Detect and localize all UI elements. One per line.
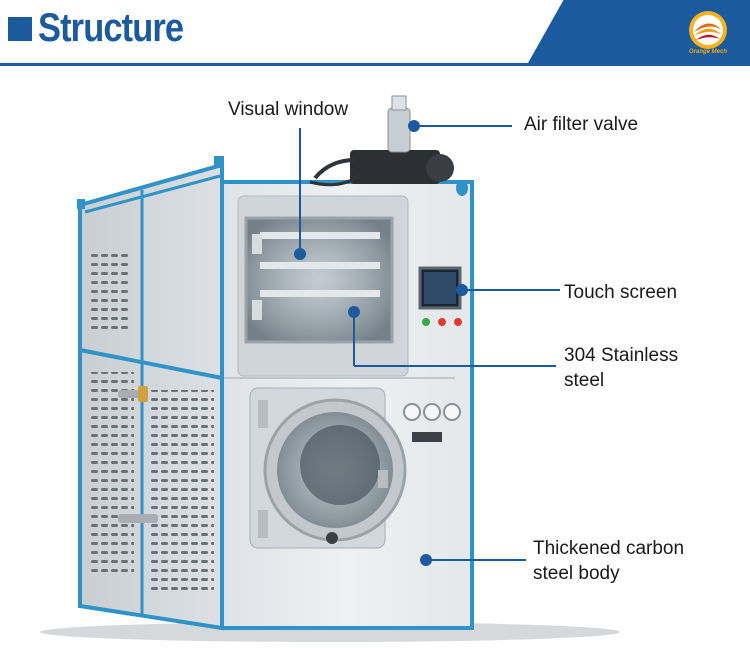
red-button-icon [438, 318, 446, 326]
pressure-gauges [403, 403, 461, 442]
stainless-steel-line1: 304 Stainless [564, 345, 679, 366]
visual-window-label: Visual window [228, 99, 349, 120]
side-frame [77, 156, 224, 631]
title-square-icon [8, 17, 32, 41]
carbon-steel-body-label: Thickened carbon steel body [533, 536, 684, 586]
freeze-dryer-illustration [40, 95, 620, 642]
logo-text: Orange Mech [688, 49, 727, 55]
green-button-icon [422, 318, 430, 326]
stainless-steel-label: 304 Stainless steel [564, 343, 678, 393]
red-button-icon [454, 318, 462, 326]
carbon-steel-line1: Thickened carbon [533, 538, 685, 559]
stainless-steel-line2: steel [564, 370, 605, 391]
touch-screen [418, 266, 462, 310]
header-divider [0, 63, 750, 66]
air-filter-valve-label: Air filter valve [524, 114, 639, 135]
air-filter-valve [309, 95, 468, 196]
callout-lines [294, 120, 560, 566]
page-title: Structure [38, 6, 184, 50]
orange-mech-logo [689, 11, 727, 49]
carbon-steel-line2: steel body [533, 563, 620, 584]
visual-window [237, 195, 409, 377]
header-banner: Structure Orange Mech [0, 0, 750, 66]
chamber-door [249, 387, 407, 549]
touch-screen-label: Touch screen [564, 282, 678, 303]
